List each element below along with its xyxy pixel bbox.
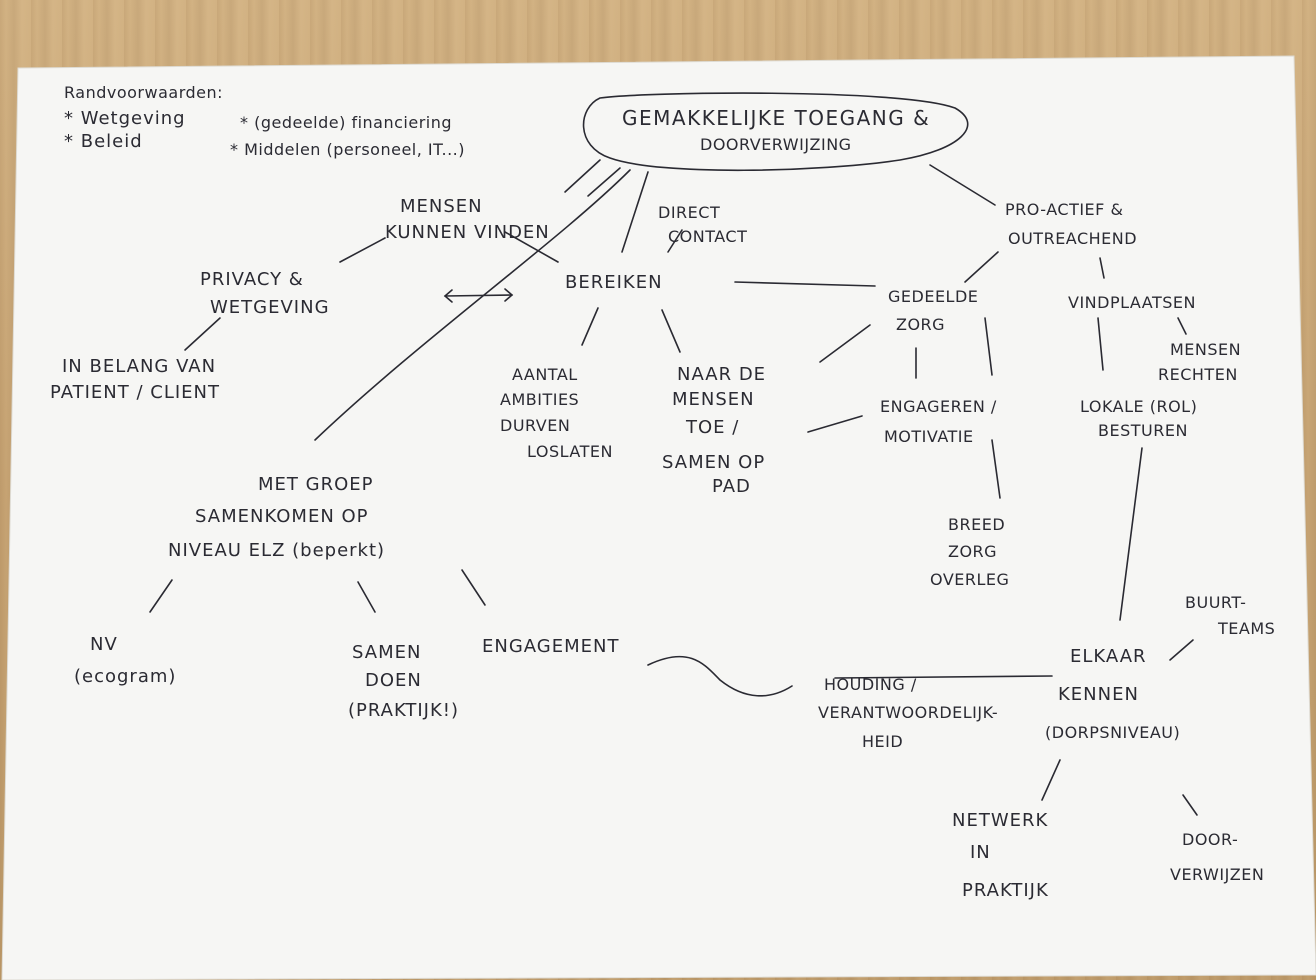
randvoorwaarden-block: Randvoorwaarden: * Wetgeving * Beleid * … [64,83,465,159]
node-text: VINDPLAATSEN [1068,293,1196,312]
node-text: BUURT- [1185,593,1246,612]
node-text: OVERLEG [930,570,1009,589]
node-naar-mensen: NAAR DE MENSEN TOE / SAMEN OP PAD [662,364,766,497]
node-text: IN [970,842,991,863]
node-text: BREED [948,515,1005,534]
node-text: NIVEAU ELZ (beperkt) [168,540,385,561]
node-text: GEDEELDE [888,287,978,306]
node-ambities: AANTAL AMBITIES DURVEN LOSLATEN [500,365,613,461]
node-text: AMBITIES [500,390,579,409]
node-text: ENGAGEREN / [880,397,997,416]
node-text: HEID [862,732,903,751]
node-text: DOEN [365,670,422,691]
node-houding: HOUDING / VERANTWOORDELIJK- HEID [818,675,998,751]
center-title-line1: GEMAKKELIJKE TOEGANG & [622,106,930,130]
node-text: TOE / [685,417,739,438]
node-text: LOKALE (ROL) [1080,397,1197,416]
node-mensenrechten: MENSEN RECHTEN [1158,340,1241,384]
node-text: AANTAL [512,365,578,384]
node-text: RECHTEN [1158,365,1238,384]
node-text: PRO-ACTIEF & [1005,200,1123,219]
node-doorverwijzen: DOOR- VERWIJZEN [1170,830,1264,884]
node-samen-doen: SAMEN DOEN (PRAKTIJK!) [348,642,459,721]
node-text: (ecogram) [74,666,176,687]
connector-lines [149,159,1198,816]
node-text: ENGAGEMENT [482,636,619,657]
node-breed: BREED ZORG OVERLEG [930,515,1009,589]
node-engageren: ENGAGEREN / MOTIVATIE [880,397,997,446]
node-text: PAD [712,476,751,497]
node-text: PATIENT / CLIENT [50,382,220,403]
node-groep: MET GROEP SAMENKOMEN OP NIVEAU ELZ (bepe… [168,474,385,561]
node-text: VERWIJZEN [1170,865,1264,884]
center-node: GEMAKKELIJKE TOEGANG & DOORVERWIJZING [622,106,930,154]
randvoorwaarden-item: * (gedeelde) financiering [240,113,452,132]
node-text: SAMEN [352,642,421,663]
node-text: BEREIKEN [565,272,663,293]
center-ellipse [582,92,969,172]
node-text: PRIVACY & [200,269,304,290]
node-text: MENSEN [1170,340,1241,359]
node-text: OUTREACHEND [1008,229,1137,248]
node-text: KENNEN [1058,684,1139,705]
node-text: MOTIVATIE [884,427,974,446]
node-text: DIRECT [658,203,720,222]
randvoorwaarden-item: * Wetgeving [64,108,186,129]
node-elkaar-kennen: ELKAAR KENNEN (DORPSNIVEAU) [1045,646,1180,742]
node-text: NAAR DE [677,364,766,385]
node-text: CONTACT [668,227,747,246]
node-text: NETWERK [952,810,1049,831]
node-text: ZORG [948,542,997,561]
node-text: IN BELANG VAN [62,356,216,377]
node-buurtteams: BUURT- TEAMS [1185,593,1275,638]
center-title-line2: DOORVERWIJZING [700,135,852,154]
node-text: MET GROEP [258,474,373,495]
node-lokale: LOKALE (ROL) BESTUREN [1080,397,1197,440]
node-text: MENSEN [672,389,755,410]
node-text: SAMENKOMEN OP [195,506,369,527]
node-privacy: PRIVACY & WETGEVING [200,269,330,318]
randvoorwaarden-item: * Beleid [64,131,143,152]
node-belang: IN BELANG VAN PATIENT / CLIENT [50,356,220,403]
randvoorwaarden-item: * Middelen (personeel, IT...) [230,140,465,159]
paper-sheet [1,55,1316,980]
node-engagement: ENGAGEMENT [482,636,619,657]
node-vindplaatsen: VINDPLAATSEN [1068,293,1196,312]
randvoorwaarden-title: Randvoorwaarden: [64,83,223,102]
node-nv: NV (ecogram) [74,634,176,687]
node-text: HOUDING / [824,675,917,694]
node-netwerk: NETWERK IN PRAKTIJK [952,810,1049,901]
node-text: DOOR- [1182,830,1238,849]
node-text: NV [90,634,118,655]
node-bereiken: BEREIKEN [565,272,663,293]
node-text: KUNNEN VINDEN [385,222,550,243]
node-text: (DORPSNIVEAU) [1045,723,1180,742]
node-text: (PRAKTIJK!) [348,700,459,721]
node-text: BESTUREN [1098,421,1188,440]
node-text: VERANTWOORDELIJK- [818,703,998,722]
node-proactief: PRO-ACTIEF & OUTREACHEND [1005,200,1137,248]
node-direct-contact: DIRECT CONTACT [658,203,747,246]
node-text: TEAMS [1217,619,1275,638]
node-gedeelde-zorg: GEDEELDE ZORG [888,287,978,334]
node-text: ELKAAR [1070,646,1147,667]
node-text: SAMEN OP [662,452,765,473]
node-text: MENSEN [400,196,483,217]
node-mensen-vinden: MENSEN KUNNEN VINDEN [385,196,550,243]
node-text: LOSLATEN [527,442,613,461]
node-text: WETGEVING [210,297,330,318]
node-text: PRAKTIJK [962,880,1049,901]
node-text: ZORG [896,315,945,334]
node-text: DURVEN [500,416,570,435]
